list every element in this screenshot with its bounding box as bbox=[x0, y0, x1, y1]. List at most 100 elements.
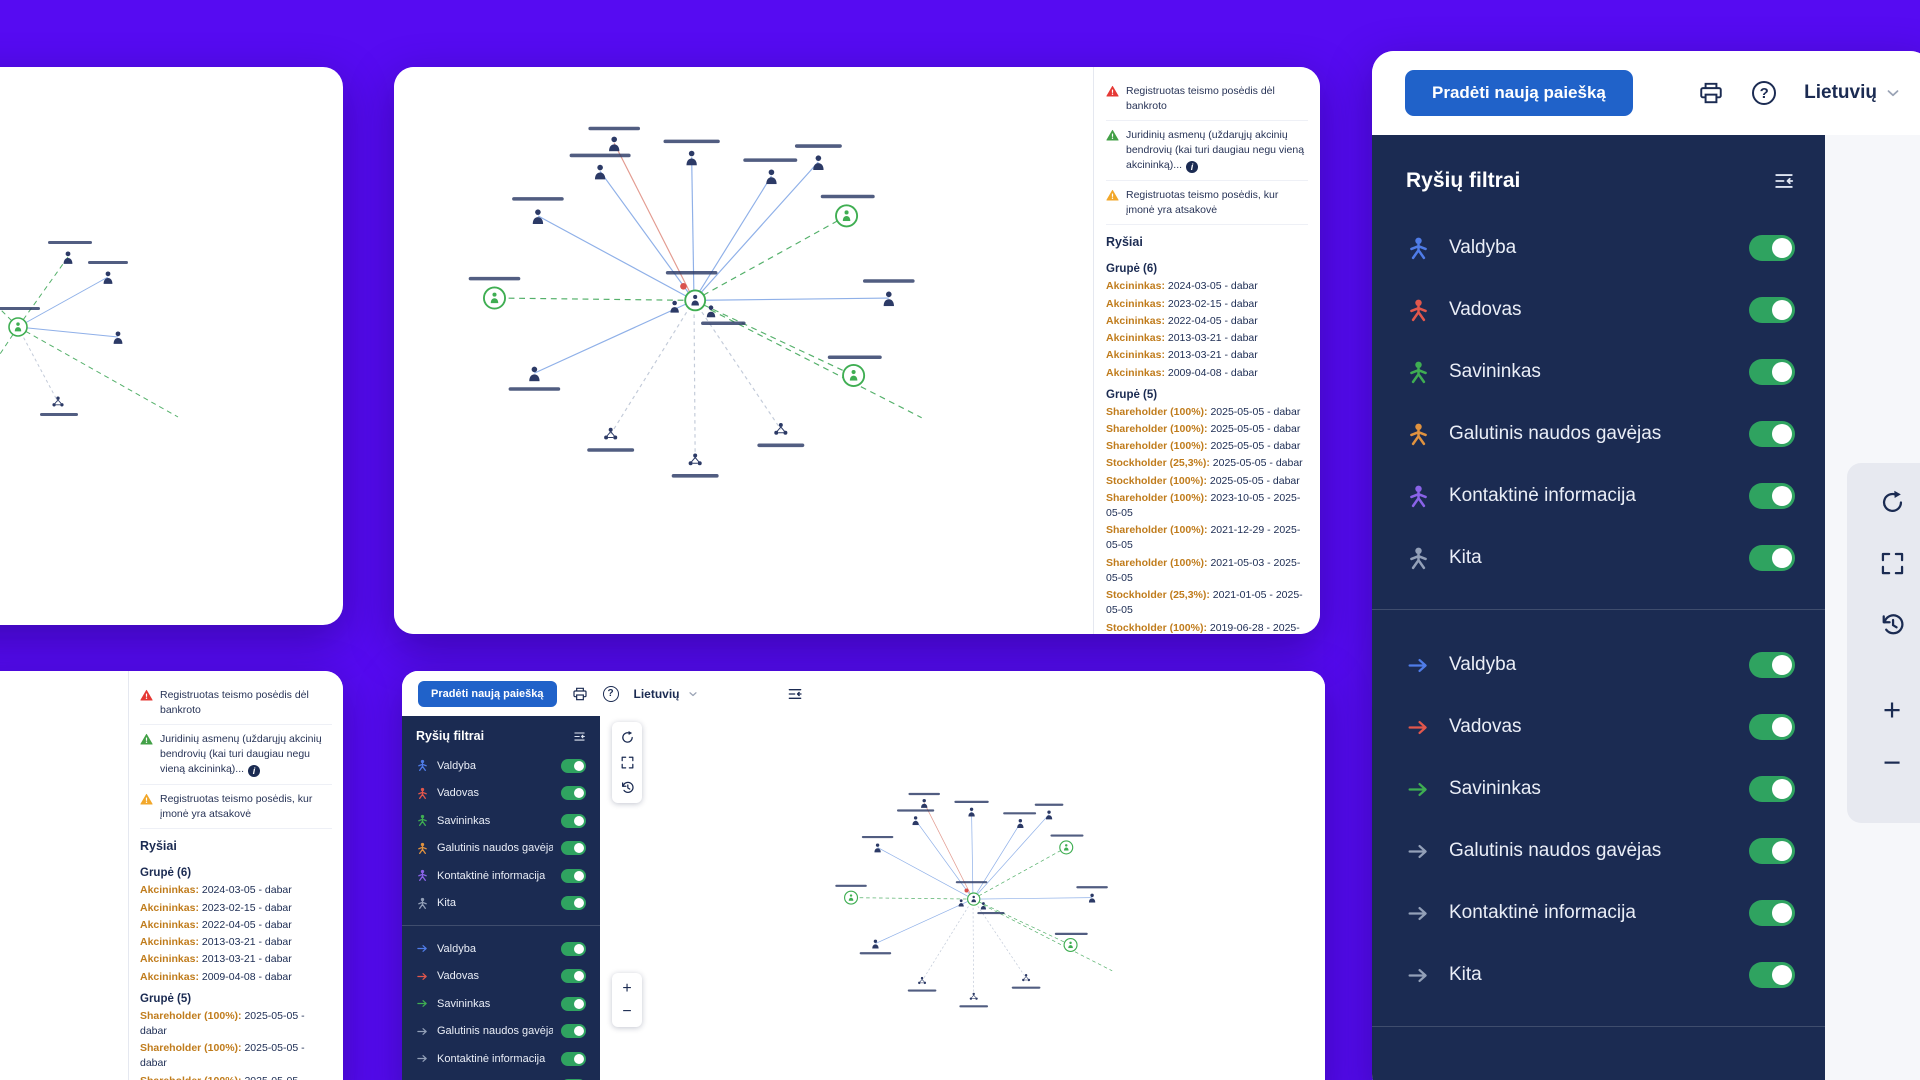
language-label: Lietuvių bbox=[1804, 82, 1877, 103]
relation-role: Akcininkas: bbox=[140, 884, 199, 897]
screenshot-panel-bottom-left: Registruotas teismo posėdis dėl bankroto… bbox=[0, 671, 343, 1080]
filters-title: Ryšių filtrai bbox=[1406, 169, 1521, 192]
relation-item: Shareholder (100%): 2025-05-05 - dabar bbox=[140, 1041, 332, 1071]
graph-canvas[interactable]: + − bbox=[1825, 135, 1920, 1080]
collapse-filters-icon[interactable] bbox=[573, 730, 586, 743]
relation-dates: 2013-03-21 - dabar bbox=[1167, 332, 1258, 345]
print-icon[interactable] bbox=[572, 686, 588, 702]
graph-canvas[interactable]: Ryšių filtrai Valdyba Vadova bbox=[402, 716, 1325, 1080]
filter-row: Valdyba bbox=[416, 752, 586, 780]
relation-role: Shareholder (100%): bbox=[1106, 524, 1208, 537]
relation-group-name: Grupė (6) bbox=[140, 867, 192, 880]
relation-dates: 2023-02-15 - dabar bbox=[1167, 297, 1258, 310]
person-icon bbox=[416, 814, 429, 827]
relation-dates: 2022-04-05 - dabar bbox=[201, 918, 292, 931]
panel-toggle-icon[interactable] bbox=[787, 686, 803, 702]
help-icon[interactable]: ? bbox=[602, 685, 619, 702]
refresh-icon[interactable] bbox=[1879, 489, 1906, 516]
filter-toggle[interactable] bbox=[561, 1024, 586, 1039]
filter-toggle[interactable] bbox=[561, 841, 586, 856]
filter-toggle[interactable] bbox=[561, 896, 586, 911]
zoom-in-button[interactable]: + bbox=[622, 980, 632, 997]
filter-label: Vadovas bbox=[1449, 299, 1522, 320]
filter-label: Galutinis naudos gavėjas bbox=[437, 1025, 553, 1038]
filter-toggle[interactable] bbox=[1749, 235, 1795, 261]
filter-label: Kontaktinė informacija bbox=[1449, 485, 1636, 506]
filter-toggle[interactable] bbox=[1749, 652, 1795, 678]
relation-dates: 2025-05-05 - dabar bbox=[140, 1075, 304, 1080]
network-graph[interactable] bbox=[424, 122, 964, 521]
alert-item: Registruotas teismo posėdis, kur įmonė y… bbox=[1106, 181, 1308, 226]
print-icon[interactable] bbox=[1698, 80, 1724, 106]
filter-toggle[interactable] bbox=[1749, 838, 1795, 864]
filter-toggle[interactable] bbox=[561, 758, 586, 773]
filter-row: Vadovas bbox=[1406, 696, 1795, 758]
alert-text: Juridinių asmenų (uždarųjų akcinių bendr… bbox=[1126, 129, 1305, 174]
filters-sidebar: Ryšių filtrai Valdyba Vadova bbox=[1372, 135, 1825, 1080]
filter-toggle[interactable] bbox=[1749, 776, 1795, 802]
filter-label: Savininkas bbox=[1449, 361, 1541, 382]
filter-toggle[interactable] bbox=[561, 996, 586, 1011]
info-icon[interactable]: i bbox=[248, 765, 261, 778]
filter-label: Vadovas bbox=[1449, 716, 1522, 737]
filter-toggle[interactable] bbox=[1749, 297, 1795, 323]
screenshot-panel-top-center: Registruotas teismo posėdis dėl bankroto… bbox=[394, 67, 1320, 634]
filter-toggle[interactable] bbox=[561, 786, 586, 801]
history-icon[interactable] bbox=[620, 780, 635, 795]
arrow-icon bbox=[416, 942, 429, 955]
filter-row: Savininkas bbox=[416, 807, 586, 835]
relation-role: Akcininkas: bbox=[1106, 280, 1165, 293]
filter-toggle[interactable] bbox=[1749, 421, 1795, 447]
node-filters-list: Valdyba Vadovas Savininkas bbox=[416, 752, 586, 917]
new-search-button[interactable]: Pradėti naują paiešką bbox=[1405, 70, 1633, 116]
filter-toggle[interactable] bbox=[1749, 714, 1795, 740]
chevron-down-icon bbox=[1884, 84, 1902, 102]
relation-role: Shareholder (100%): bbox=[140, 1075, 242, 1080]
filter-row: Galutinis naudos gavėjas bbox=[416, 835, 586, 863]
relation-item: Shareholder (100%): 2021-12-29 - 2025-05… bbox=[1106, 523, 1308, 553]
filter-toggle[interactable] bbox=[1749, 359, 1795, 385]
zoom-out-button[interactable]: − bbox=[622, 1003, 632, 1021]
graph-canvas[interactable] bbox=[394, 67, 1093, 634]
warning-icon bbox=[140, 689, 153, 717]
language-selector[interactable]: Lietuvių bbox=[634, 687, 699, 701]
fullscreen-icon[interactable] bbox=[1879, 550, 1906, 577]
history-icon[interactable] bbox=[1879, 611, 1906, 638]
filter-label: Savininkas bbox=[437, 814, 491, 827]
filter-toggle[interactable] bbox=[561, 969, 586, 984]
filter-toggle[interactable] bbox=[561, 1051, 586, 1066]
help-icon[interactable]: ? bbox=[1752, 81, 1777, 105]
zoom-out-button[interactable]: − bbox=[1882, 745, 1902, 780]
filter-toggle[interactable] bbox=[1749, 483, 1795, 509]
network-graph[interactable] bbox=[808, 790, 1138, 1034]
filter-toggle[interactable] bbox=[1749, 545, 1795, 571]
filter-toggle[interactable] bbox=[561, 868, 586, 883]
relation-role: Akcininkas: bbox=[1106, 297, 1165, 310]
fullscreen-icon[interactable] bbox=[620, 755, 635, 770]
filter-toggle[interactable] bbox=[561, 941, 586, 956]
refresh-icon[interactable] bbox=[620, 730, 635, 745]
relation-dates: 2021-12-29 - 2025-05-05 bbox=[1106, 524, 1301, 552]
arrow-icon bbox=[1406, 963, 1431, 988]
filter-toggle[interactable] bbox=[1749, 900, 1795, 926]
collapse-filters-icon[interactable] bbox=[1773, 170, 1795, 192]
zoom-in-button[interactable]: + bbox=[1882, 692, 1902, 727]
arrow-icon bbox=[416, 997, 429, 1010]
filter-row: Valdyba bbox=[1406, 217, 1795, 279]
relation-dates: 2009-04-08 - dabar bbox=[1167, 366, 1258, 379]
relation-dates: 2021-01-05 - 2025-05-05 bbox=[1106, 589, 1303, 617]
relation-item: Akcininkas: 2023-02-15 - dabar bbox=[1106, 297, 1308, 312]
graph-controls bbox=[612, 722, 642, 803]
network-graph[interactable] bbox=[0, 217, 188, 457]
chevron-down-icon bbox=[687, 688, 699, 700]
language-selector[interactable]: Lietuvių bbox=[1804, 82, 1902, 104]
warning-icon bbox=[1106, 129, 1119, 173]
alert-text: Juridinių asmenų (uždarųjų akcinių bendr… bbox=[160, 733, 322, 778]
new-search-button[interactable]: Pradėti naują paiešką bbox=[418, 680, 557, 707]
relation-role: Shareholder (100%): bbox=[1106, 422, 1208, 435]
filter-toggle[interactable] bbox=[561, 813, 586, 828]
filter-toggle[interactable] bbox=[1749, 962, 1795, 988]
relation-dates: 2025-05-05 - dabar bbox=[1209, 474, 1300, 487]
relation-role: Shareholder (100%): bbox=[1106, 405, 1208, 418]
info-icon[interactable]: i bbox=[1186, 161, 1199, 174]
